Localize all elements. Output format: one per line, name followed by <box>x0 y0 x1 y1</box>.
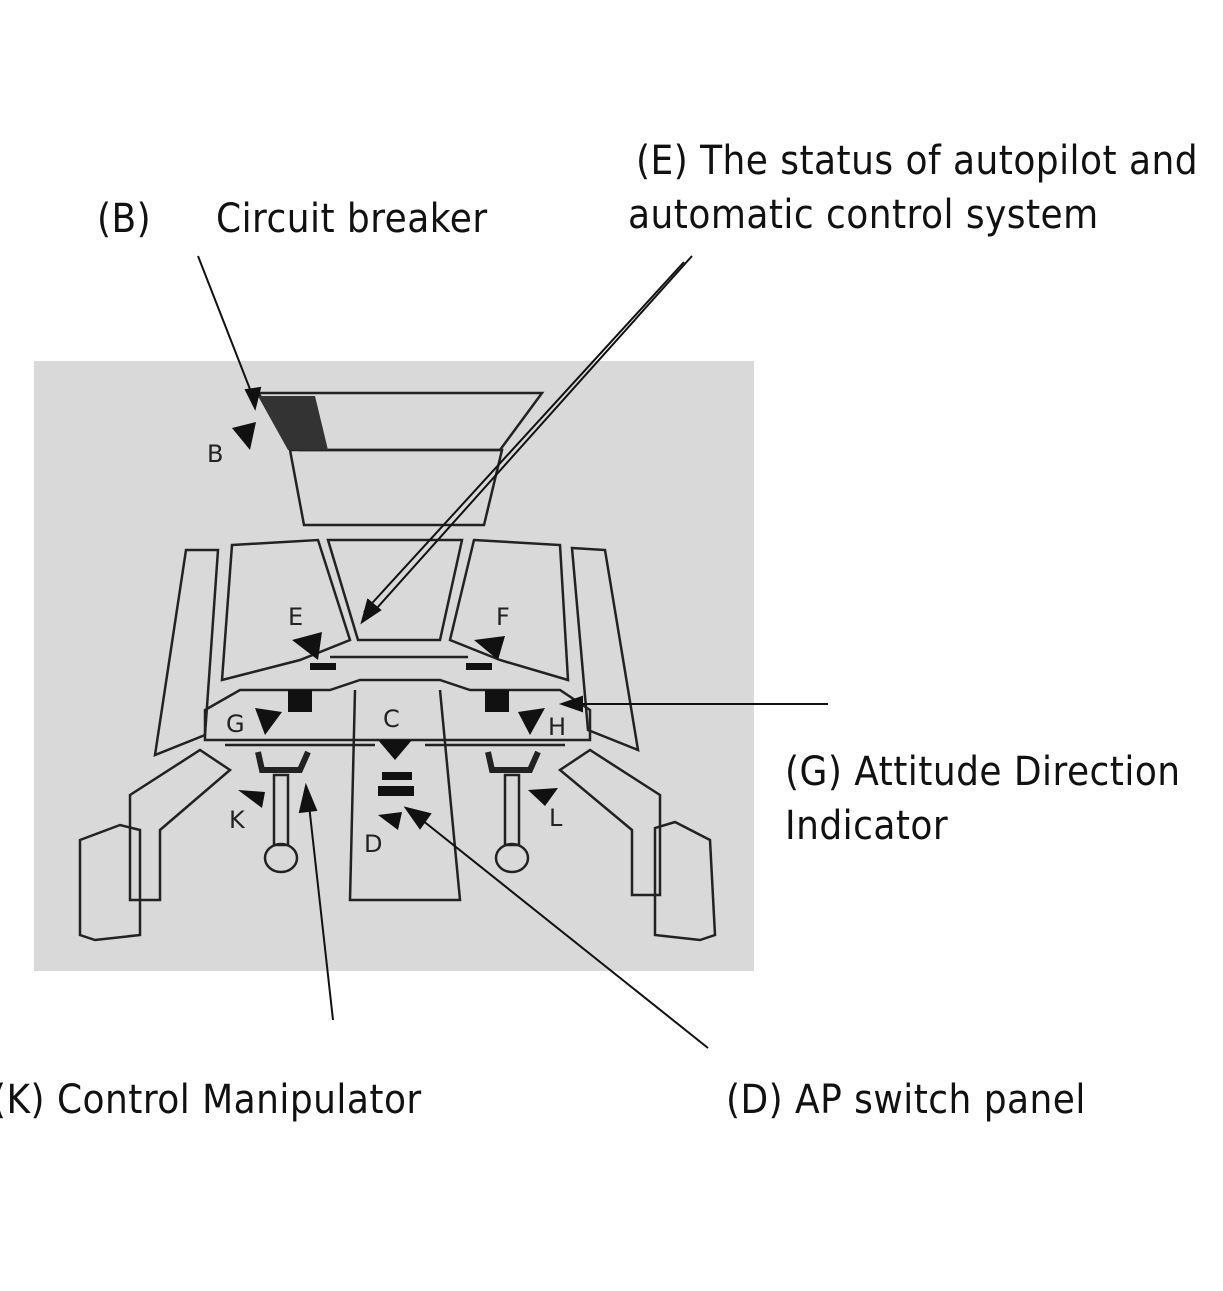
leader-k <box>307 795 334 1021</box>
callout-e-line1: (E) The status of autopilot and <box>636 138 1199 184</box>
svg-text:G: G <box>226 710 245 738</box>
leader-b <box>197 255 256 403</box>
svg-text:K: K <box>229 806 246 834</box>
svg-text:B: B <box>207 440 223 468</box>
callout-d-text: (D) AP switch panel <box>726 1077 1086 1123</box>
cockpit-panel-background <box>34 361 754 971</box>
callout-b-tag: (B) <box>97 196 152 242</box>
callout-e-line2: automatic control system <box>628 192 1099 238</box>
callout-k-text: (K) Control Manipulator <box>0 1077 422 1123</box>
cockpit-markers <box>232 396 558 830</box>
svg-text:E: E <box>288 603 303 631</box>
leader-e <box>367 255 693 619</box>
svg-text:D: D <box>364 830 382 858</box>
circuit-breaker-panel <box>258 396 328 450</box>
svg-text:H: H <box>548 713 566 741</box>
cockpit-sketch <box>78 391 717 942</box>
svg-text:F: F <box>496 603 510 631</box>
figure-letters: B E F G C H K D L <box>207 440 566 858</box>
svg-text:L: L <box>549 804 563 832</box>
callout-g-line2: Indicator <box>785 803 949 849</box>
leader-d <box>411 811 709 1049</box>
svg-text:C: C <box>383 705 400 733</box>
callout-b-text: Circuit breaker <box>216 196 488 242</box>
callout-leaders <box>197 255 828 1049</box>
callout-g-line1: (G) Attitude Direction <box>785 749 1181 795</box>
